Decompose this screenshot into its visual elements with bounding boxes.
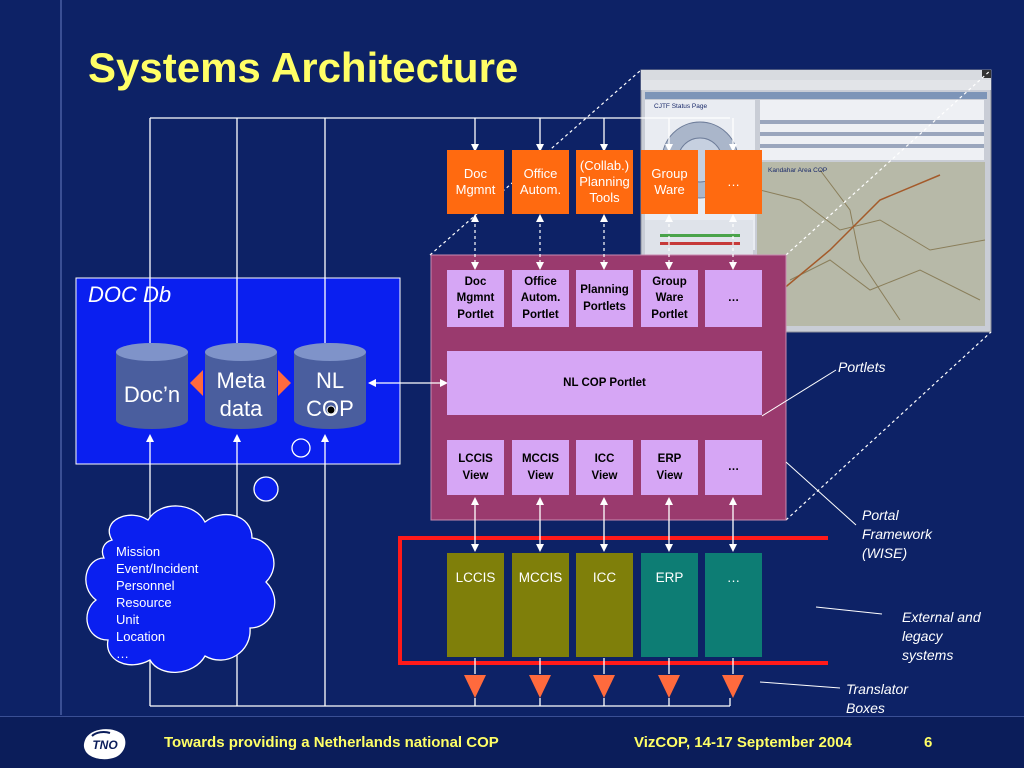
entity-item: Event/Incident [116,561,199,576]
cylinder-docn [116,343,188,429]
entity-item: Unit [116,612,140,627]
legacy-icc[interactable]: ICC [576,553,633,657]
entity-item: … [116,646,129,661]
annotation-external: External and legacy systems [902,609,981,663]
translator-box-icon [658,675,680,698]
tno-logo-icon: TNO [83,729,126,760]
footer-title: Towards providing a Netherlands national… [164,734,499,751]
thought-bubble-small [291,438,311,458]
annotation-translator: Translator Boxes [846,681,908,716]
legacy-erp[interactable]: ERP [641,553,698,657]
entity-item: Resource [116,595,172,610]
cylinder-metadata [205,343,277,429]
link-arrow-left [190,370,203,396]
annotation-portal-framework: Portal Framework (WISE) [862,507,933,561]
nlcop-label-line2: COP [306,396,354,421]
view-more[interactable]: … [705,440,762,495]
footer-event: VizCOP, 14-17 September 2004 [634,734,852,751]
bus-lines [149,117,730,707]
nl-cop-portlet[interactable]: NL COP Portlet [447,351,762,415]
left-rule [60,0,62,715]
entity-item: Personnel [116,578,175,593]
legacy-lccis[interactable]: LCCIS [447,553,504,657]
metadata-label: Meta data [205,367,277,423]
app-portlet-links [471,214,737,270]
nlcop-dot [326,405,336,415]
portlet-more[interactable]: … [705,270,762,327]
annotation-portlets: Portlets [838,359,886,375]
slide-title: Systems Architecture [88,44,519,91]
entity-list: Mission Event/Incident Personnel Resourc… [116,543,198,662]
legacy-more[interactable]: … [705,553,762,657]
translator-box-icon [722,675,744,698]
tno-logo-text: TNO [92,738,118,752]
link-arrow-right [278,370,291,396]
entity-item: Mission [116,544,161,559]
doc-db-label: DOC Db [88,282,172,307]
page-number: 6 [924,734,933,751]
cylinder-nlcop [294,343,366,429]
app-more[interactable]: … [705,150,762,214]
legacy-mccis[interactable]: MCCIS [512,553,569,657]
translator-box-icon [529,675,551,698]
screenshot-window-title: CJTF Status Page [654,103,707,110]
footer [0,716,1024,768]
view-legacy-links [368,379,737,552]
leader-lines [759,369,883,689]
screenshot-map-title: Kandahar Area COP [768,167,827,174]
metadata-label-line2: data [219,396,263,421]
legacy-frame [398,536,828,665]
entity-cloud [85,505,276,673]
metadata-label-line1: Meta [216,368,266,393]
translator-box-icon [464,675,486,698]
thought-bubble-medium [253,476,279,502]
entity-item: Location [116,629,166,644]
nlcop-label: NL COP [294,367,366,423]
translator-box-icon [593,675,615,698]
nlcop-label-line1: NL [315,368,345,393]
docn-label: Doc’n [123,382,181,407]
